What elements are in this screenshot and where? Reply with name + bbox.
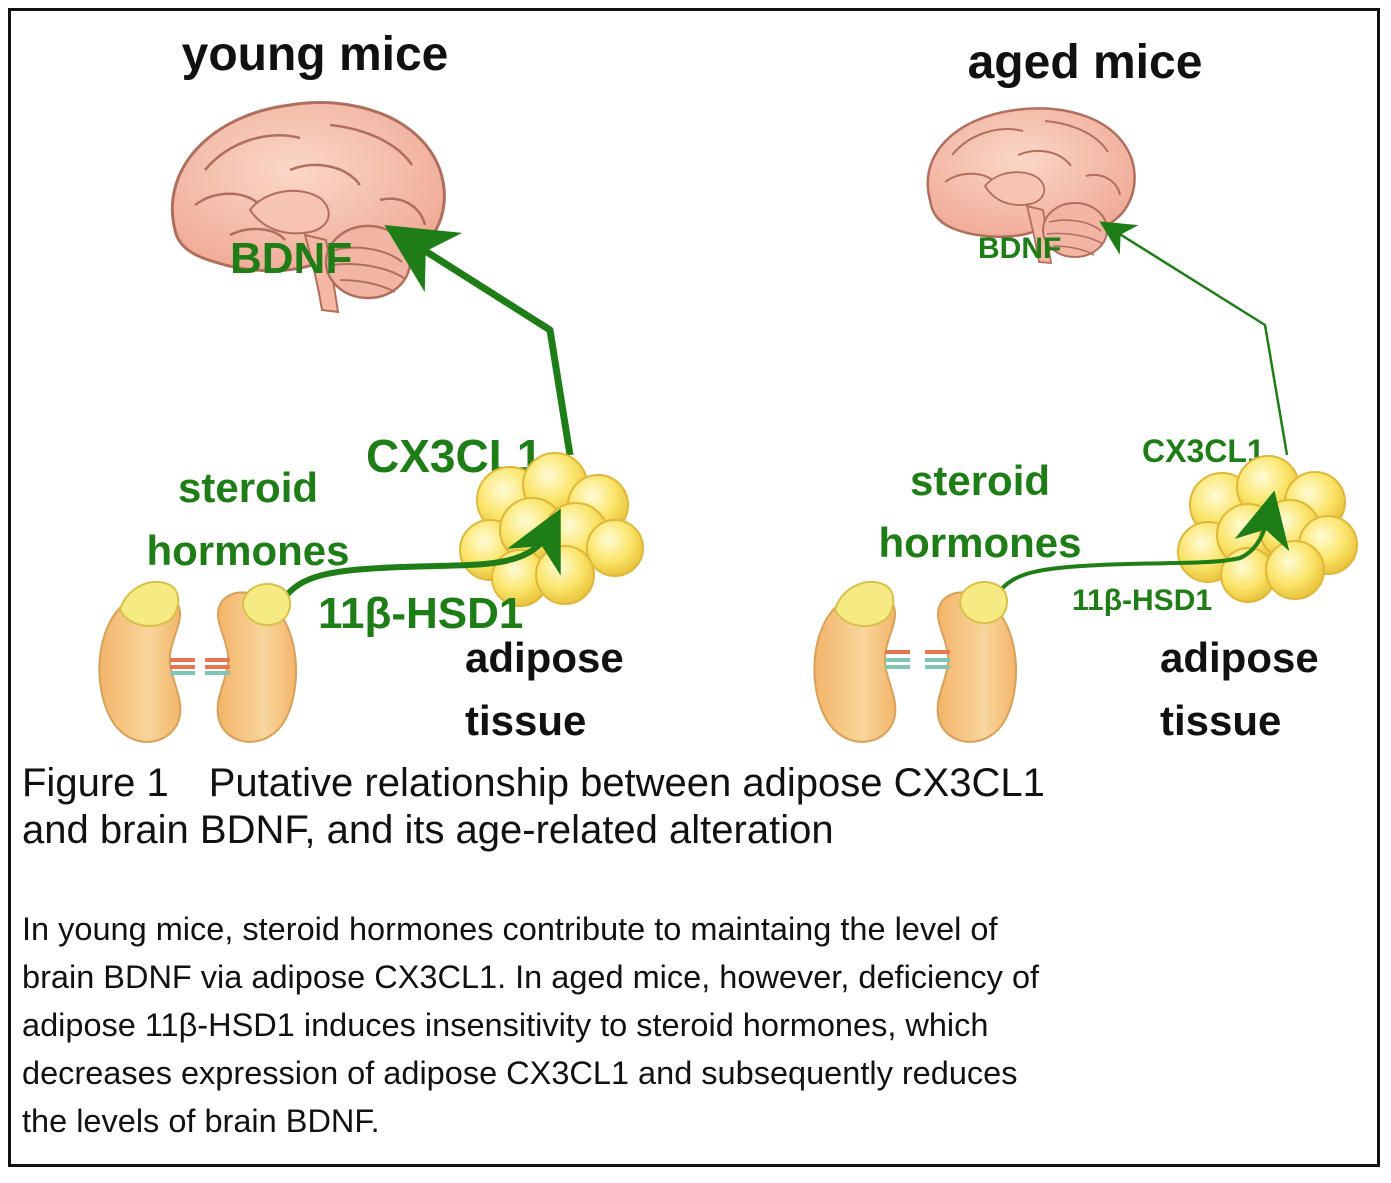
aged-adipose-label-2: tissue [1160, 697, 1281, 744]
aged-steroid-label-2: hormones [878, 519, 1081, 566]
caption-title-line-1: Figure 1 Putative relationship between a… [22, 761, 1045, 805]
aged-adipose-label-1: adipose [1160, 634, 1319, 681]
young-kidney-left [98, 580, 195, 743]
caption-title-line-2: and brain BDNF, and its age-related alte… [22, 808, 834, 852]
young-steroid-to-adipose-arrow [280, 508, 561, 602]
young-adipose-label-2: tissue [465, 697, 586, 744]
aged-bdnf-label: BDNF [978, 232, 1061, 265]
caption-body-line-5: the levels of brain BDNF. [22, 1103, 380, 1139]
young-title: young mice [182, 28, 449, 81]
young-steroid-label-2: hormones [146, 527, 349, 574]
young-kidney-right [205, 583, 297, 743]
caption-body-line-3: adipose 11β-HSD1 induces insensitivity t… [22, 1007, 989, 1043]
young-hsd1-label: 11β-HSD1 [318, 589, 523, 638]
young-steroid-label-1: steroid [178, 464, 318, 511]
aged-panel: aged mice BDNF CX3CL1 steroid hormones [813, 36, 1358, 744]
aged-hsd1-label: 11β-HSD1 [1072, 584, 1212, 617]
young-panel: young mice BDNF CX3CL1 steroid hormones [98, 28, 644, 744]
figure-caption-title: Figure 1 Putative relationship between a… [22, 760, 1362, 854]
aged-adipose-cluster [1177, 455, 1358, 603]
aged-kidney-right [925, 581, 1017, 743]
young-adipose-label-1: adipose [465, 634, 624, 681]
young-bdnf-label: BDNF [230, 234, 352, 283]
aged-cx3cl1-label: CX3CL1 [1142, 433, 1265, 469]
young-adipose-cluster [459, 452, 644, 607]
young-cx3cl1-to-bdnf-arrow [384, 225, 574, 456]
caption-body-line-2: brain BDNF via adipose CX3CL1. In aged m… [22, 959, 1040, 995]
aged-title: aged mice [968, 36, 1203, 89]
aged-kidney-left [813, 580, 910, 743]
figure-caption-body: In young mice, steroid hormones contribu… [22, 905, 1367, 1145]
caption-body-line-1: In young mice, steroid hormones contribu… [22, 911, 998, 947]
aged-brain-illustration [926, 107, 1136, 264]
aged-cx3cl1-to-bdnf-arrow [1099, 221, 1289, 456]
young-brain-illustration [170, 101, 446, 314]
caption-body-line-4: decreases expression of adipose CX3CL1 a… [22, 1055, 1018, 1091]
aged-steroid-to-adipose-arrow [995, 490, 1290, 597]
diagram-canvas: young mice BDNF CX3CL1 steroid hormones [98, 28, 1358, 744]
aged-steroid-label-1: steroid [910, 457, 1050, 504]
